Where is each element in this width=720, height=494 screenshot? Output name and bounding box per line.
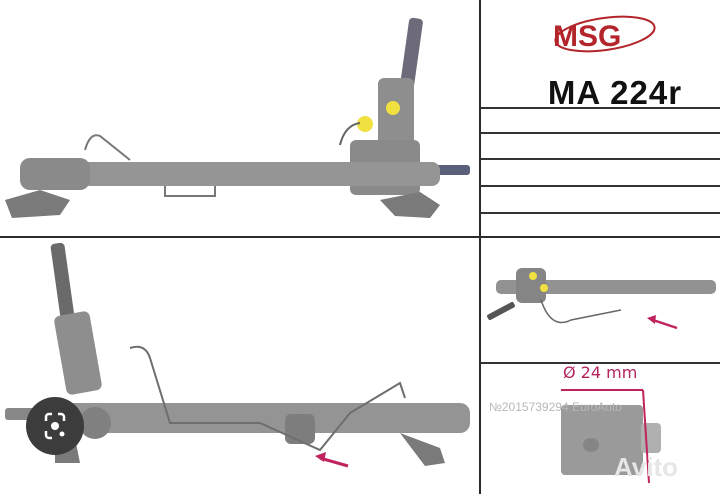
model-number: MA 224r [547, 74, 683, 111]
spec-row-line [481, 185, 720, 187]
svg-text:MSG: MSG [553, 20, 621, 53]
watermark-text: №2015739294 EuroAuto [489, 400, 622, 414]
steering-rack-rear-view [5, 242, 470, 468]
diameter-label: Ø 24 mm [563, 363, 638, 382]
avito-logo: Avito [614, 452, 679, 482]
google-lens-icon[interactable] [26, 397, 84, 455]
spec-row-line [481, 158, 720, 160]
brand-logo: MSG [545, 10, 675, 54]
horizontal-divider [0, 236, 720, 238]
steering-rack-front-view [5, 17, 470, 218]
steering-rack-side-thumbnail [487, 268, 716, 330]
spec-row-line [481, 362, 720, 364]
rack-end-diameter-closeup [561, 389, 661, 484]
spec-row-line [481, 107, 720, 109]
spec-row-line [481, 212, 720, 214]
spec-row-line [481, 132, 720, 134]
vertical-divider [479, 0, 481, 494]
